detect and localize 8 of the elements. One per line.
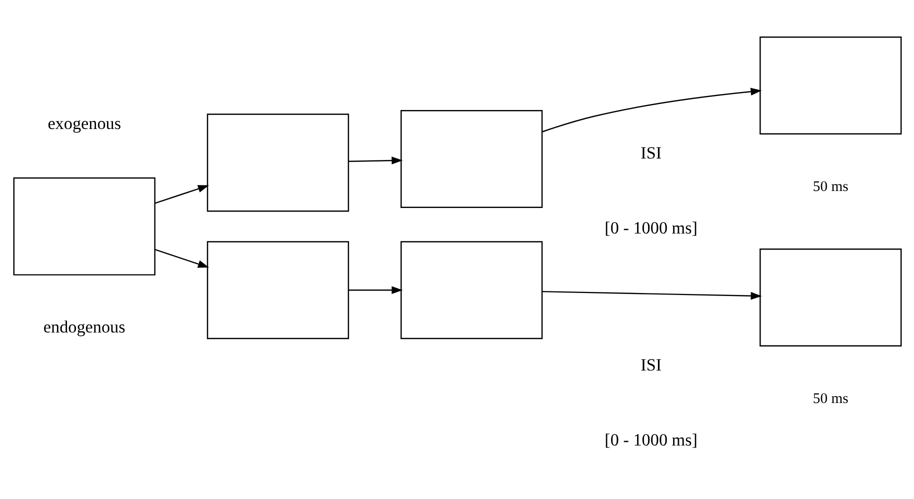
label: exogenous — [47, 114, 121, 133]
label: endogenous — [42, 317, 125, 336]
label: [0 - 1000 ms] — [604, 218, 698, 237]
label: [0 - 1000 ms] — [604, 430, 698, 449]
label: ISI — [640, 143, 662, 162]
node-label: 50 ms — [812, 390, 848, 406]
label: ISI — [640, 355, 662, 374]
node-label: 50 ms — [812, 178, 848, 194]
